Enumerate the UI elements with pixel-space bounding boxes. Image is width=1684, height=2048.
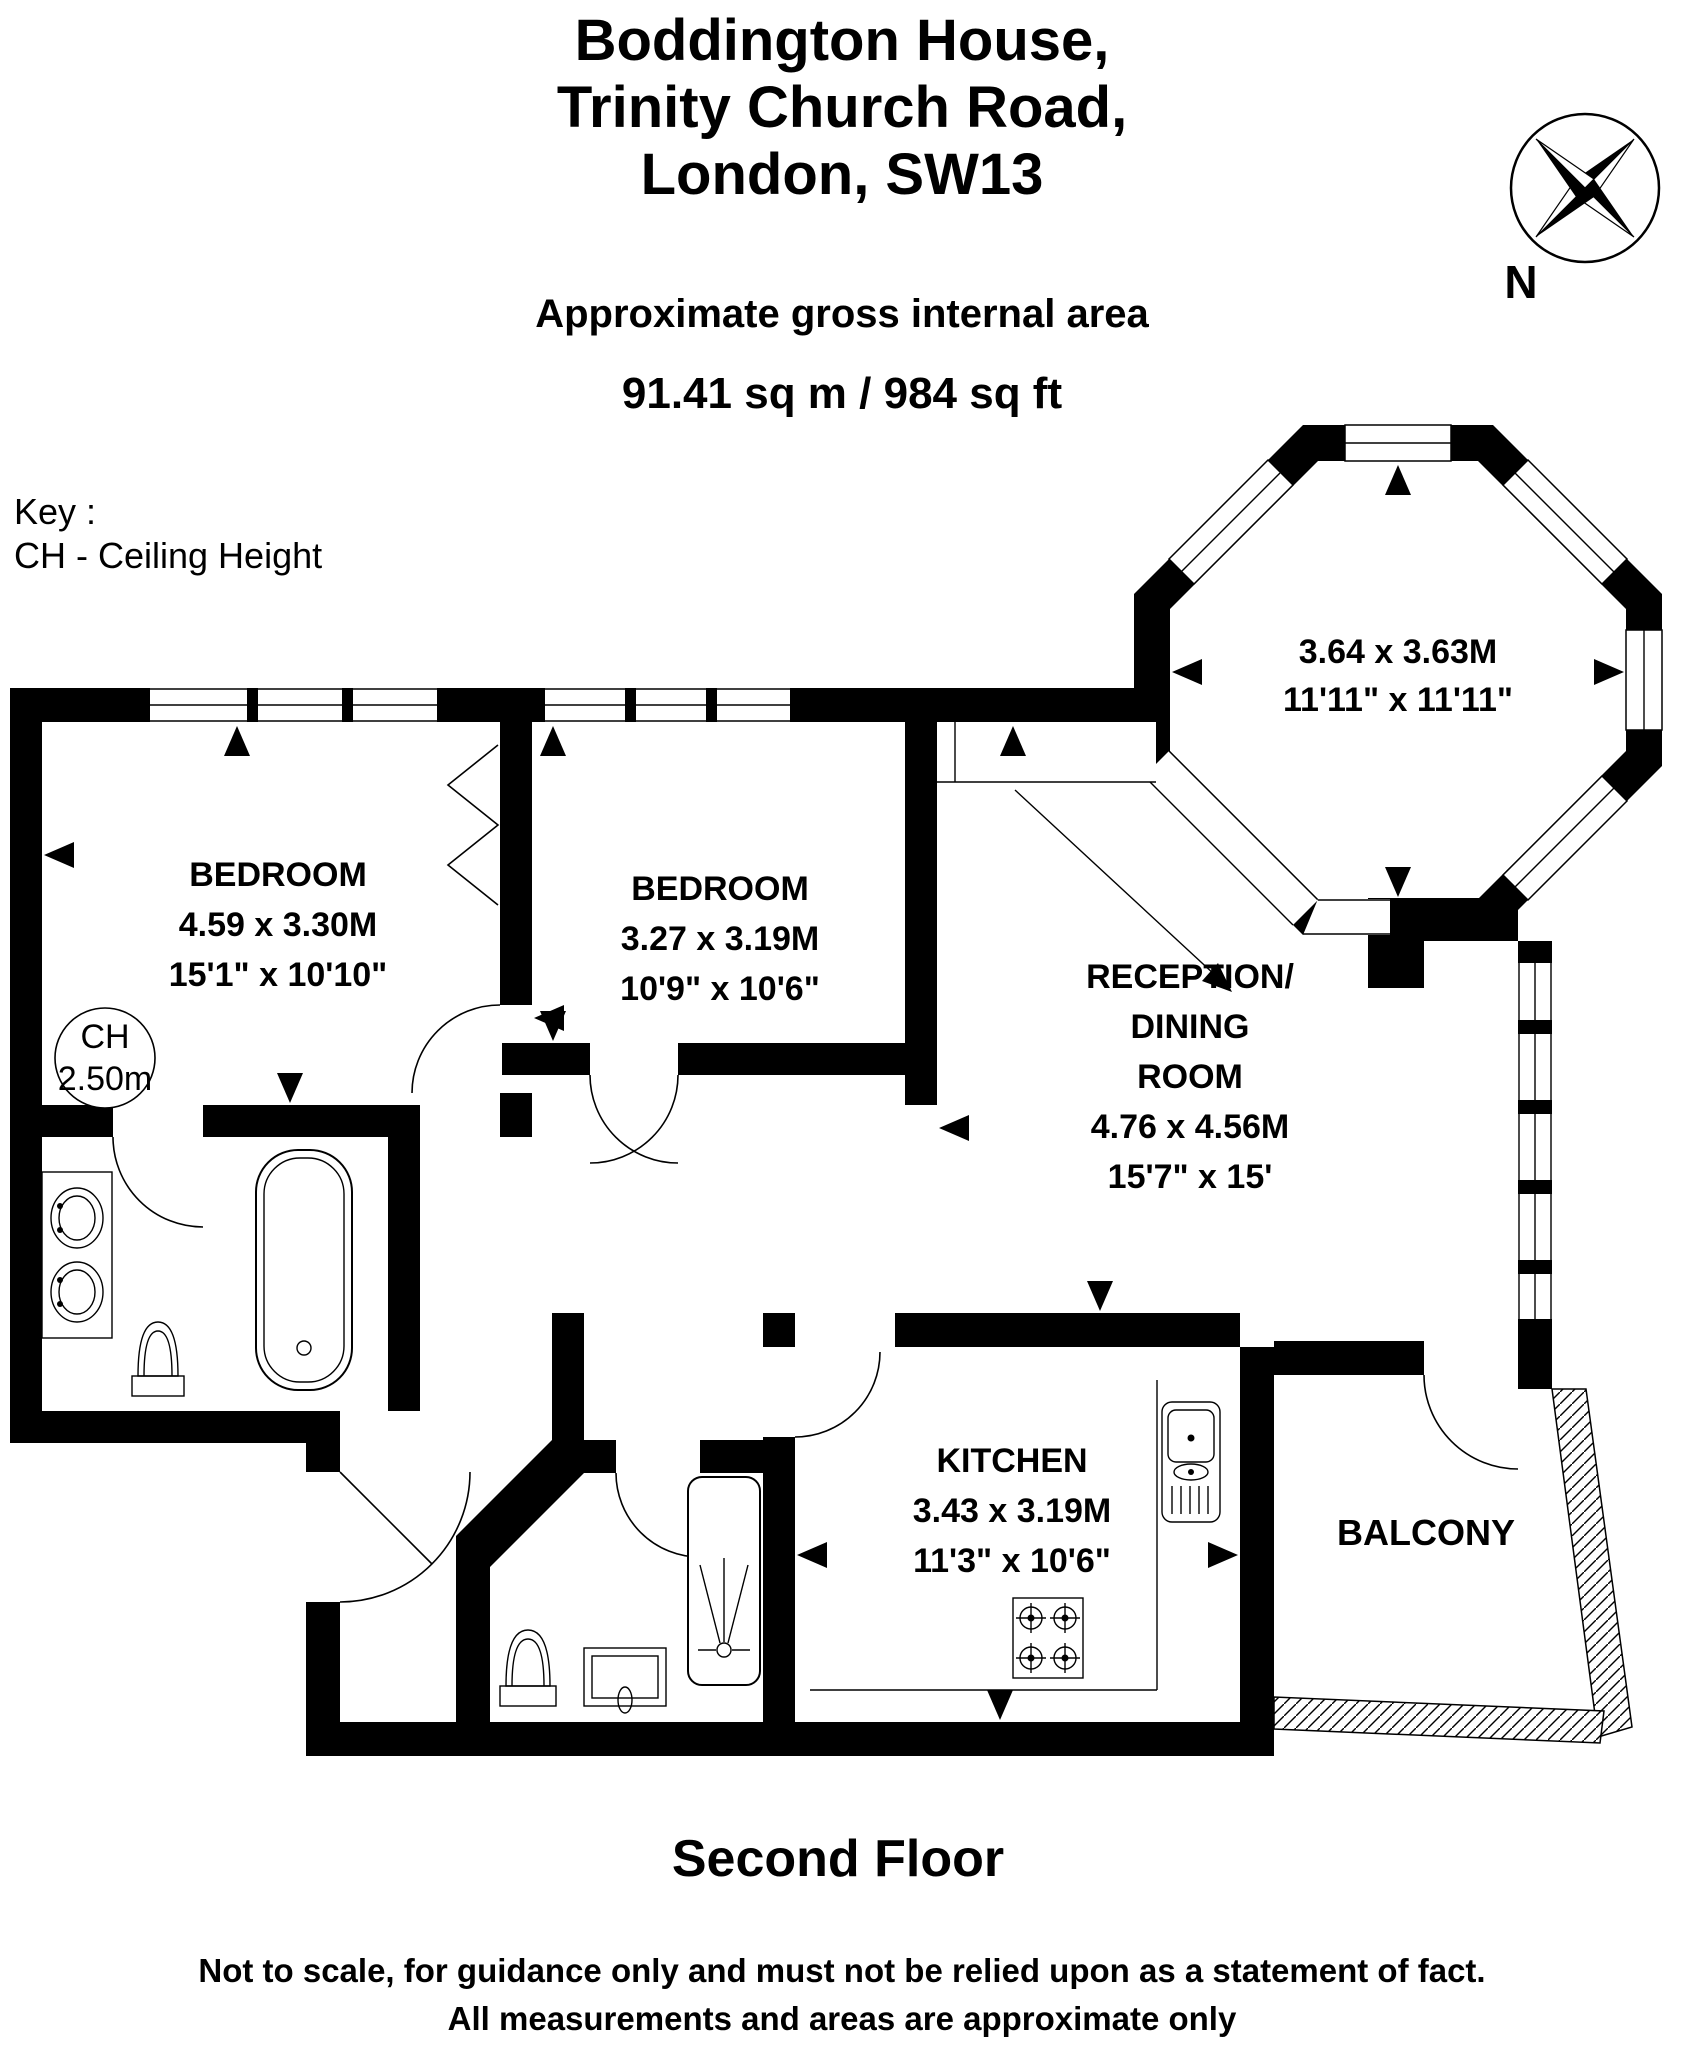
svg-text:DINING: DINING [1131,1008,1250,1046]
compass-rose-icon: N [1504,112,1661,308]
bathroom-fixtures [41,1149,353,1397]
bedroom1-label: BEDROOM 4.59 x 3.30M 15'1" x 10'10" [169,856,388,994]
svg-text:BEDROOM: BEDROOM [631,870,809,908]
room-labels: BEDROOM 4.59 x 3.30M 15'1" x 10'10" BEDR… [169,633,1515,1580]
ch-label: CH [80,1018,129,1056]
bedroom-windows [150,688,790,722]
bedroom2-door-arc [589,1074,679,1164]
octagonal-bay [1134,424,1663,935]
balcony-label: BALCONY [1337,1512,1515,1553]
toilet-icon [499,1629,557,1707]
svg-text:15'1" x 10'10": 15'1" x 10'10" [169,956,388,994]
shower-room-fixtures [499,1476,761,1714]
title-line-2: Trinity Church Road, [557,75,1127,140]
hall-cupboard-door-arc [589,1074,679,1164]
dimension-arrows [44,465,1624,1720]
floor-label: Second Floor [672,1830,1004,1888]
key-legend: Key : CH - Ceiling Height [14,491,322,576]
svg-text:RECEPTION/: RECEPTION/ [1086,958,1294,996]
shower-icon [687,1476,761,1686]
balcony-railing [1273,1388,1633,1744]
basin-icon [50,1187,104,1249]
disclaimer-line-2: All measurements and areas are approxima… [448,2000,1237,2037]
kitchen-sink-icon [1161,1401,1221,1523]
header: Boddington House, Trinity Church Road, L… [535,8,1149,418]
svg-text:10'9" x 10'6": 10'9" x 10'6" [620,970,820,1008]
kitchen-door-arc [794,1351,881,1438]
reception-label: RECEPTION/ DINING ROOM 4.76 x 4.56M 15'7… [1086,958,1294,1196]
svg-text:ROOM: ROOM [1137,1058,1243,1096]
title-line-3: London, SW13 [641,142,1044,207]
svg-text:11'3" x 10'6": 11'3" x 10'6" [913,1542,1111,1580]
svg-text:3.64 x 3.63M: 3.64 x 3.63M [1299,633,1497,671]
wardrobe-folding-doors [446,744,500,906]
bathtub-icon [255,1149,353,1391]
bathroom-door-arc [112,1136,204,1228]
title-line-1: Boddington House, [575,8,1110,73]
compass-north-label: N [1504,256,1537,308]
kitchen-label: KITCHEN 3.43 x 3.19M 11'3" x 10'6" [913,1442,1111,1580]
doors [112,1004,1519,1603]
ch-value: 2.50m [58,1060,153,1098]
walls [10,688,1552,1756]
bay-threshold-opening [937,722,1232,992]
svg-text:3.43 x 3.19M: 3.43 x 3.19M [913,1492,1111,1530]
balcony-door-arc [1423,1374,1519,1470]
bay-label: 3.64 x 3.63M 11'11" x 11'11" [1283,633,1513,719]
svg-text:BEDROOM: BEDROOM [189,856,367,894]
hob-icon [1012,1597,1084,1679]
basin-icon [50,1261,104,1323]
gross-area: 91.41 sq m / 984 sq ft [622,369,1063,418]
reception-window-band [1518,941,1552,1341]
svg-text:4.76 x 4.56M: 4.76 x 4.56M [1091,1108,1289,1146]
bay-windows [1167,424,1663,902]
bay-openings [1143,750,1390,935]
subtitle: Approximate gross internal area [535,292,1149,336]
vanity-counter [41,1171,113,1339]
disclaimer-line-1: Not to scale, for guidance only and must… [198,1952,1485,1989]
toilet-icon [131,1321,185,1397]
key-ch-label: CH - Ceiling Height [14,535,322,576]
svg-text:3.27 x 3.19M: 3.27 x 3.19M [621,920,819,958]
svg-text:15'7" x 15': 15'7" x 15' [1108,1158,1273,1196]
svg-text:11'11" x 11'11": 11'11" x 11'11" [1283,681,1513,719]
svg-text:4.59 x 3.30M: 4.59 x 3.30M [179,906,377,944]
svg-text:KITCHEN: KITCHEN [936,1442,1087,1480]
washbasin-icon [583,1647,667,1714]
entrance-door-leaf [339,1471,433,1565]
footer: Second Floor Not to scale, for guidance … [198,1830,1485,2037]
ceiling-height-badge: CH 2.50m [54,1007,156,1109]
bedroom2-label: BEDROOM 3.27 x 3.19M 10'9" x 10'6" [620,870,820,1008]
shower-room-door-arc [615,1472,701,1558]
kitchen-fixtures [810,1380,1221,1691]
bedroom1-door-arc [411,1004,501,1094]
key-label: Key : [14,491,96,532]
